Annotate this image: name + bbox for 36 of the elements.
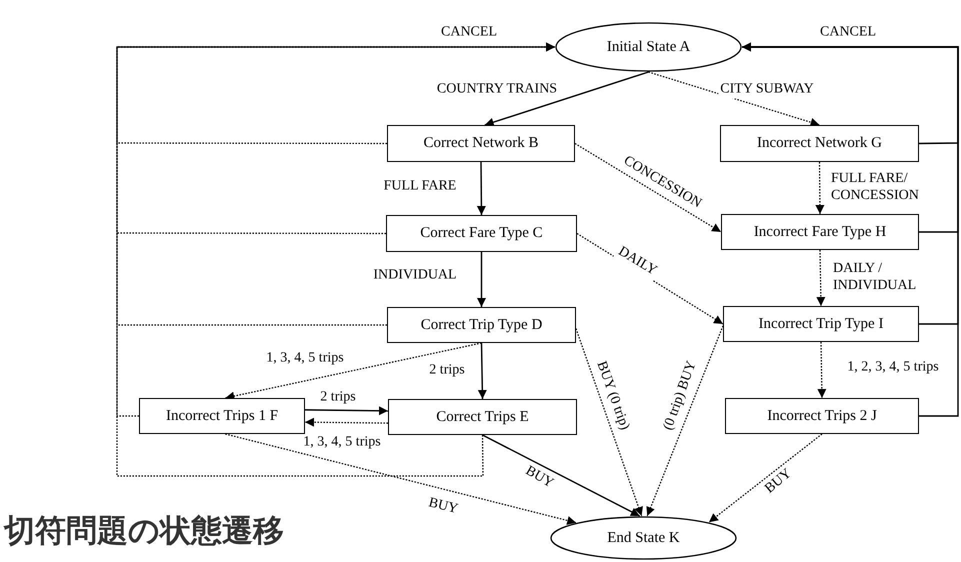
state-box: Correct Trip Type D — [387, 307, 576, 343]
arrow — [305, 406, 388, 416]
edge-label: 1, 3, 4, 5 trips — [301, 434, 383, 452]
state-box: Incorrect Trips 1 F — [139, 398, 305, 434]
dotted-arrow — [817, 342, 826, 398]
state-box: Correct Trips E — [388, 399, 577, 435]
arrow — [742, 42, 959, 417]
dotted-arrow — [225, 342, 482, 400]
state-ellipse: Initial State A — [555, 22, 742, 72]
arrow — [484, 71, 649, 126]
dotted-arrow — [574, 142, 722, 233]
state-box: Incorrect Trip Type I — [723, 306, 919, 342]
dotted-arrow — [646, 326, 724, 516]
dotted-arrow — [225, 433, 576, 525]
dotted-arrow — [648, 71, 820, 127]
edge-label: 2 trips — [427, 362, 467, 380]
edge-label: 2 trips — [318, 390, 358, 406]
state-box: Incorrect Trips 2 J — [725, 398, 919, 434]
state-box: Incorrect Network G — [720, 125, 919, 162]
state-ellipse: End State K — [550, 516, 737, 560]
arrow — [478, 342, 487, 400]
state-box: Correct Fare Type C — [386, 215, 577, 252]
arrow — [482, 434, 640, 517]
dotted-arrow — [815, 162, 824, 214]
state-box: Correct Network B — [387, 125, 575, 162]
state-box: Incorrect Fare Type H — [721, 214, 919, 250]
dotted-arrow — [816, 250, 826, 306]
title: 切符問題の状態遷移 — [4, 512, 284, 551]
arrow — [477, 252, 486, 307]
dotted-arrow — [708, 434, 822, 523]
dotted-arrow — [575, 328, 643, 516]
arrow — [476, 162, 486, 215]
edge-label: 1, 2, 3, 4, 5 trips — [845, 360, 941, 376]
edge-label: 1, 3, 4, 5 trips — [264, 350, 346, 368]
edge-label: CITY SUBWAY — [718, 82, 816, 98]
dotted-arrow — [305, 418, 388, 427]
